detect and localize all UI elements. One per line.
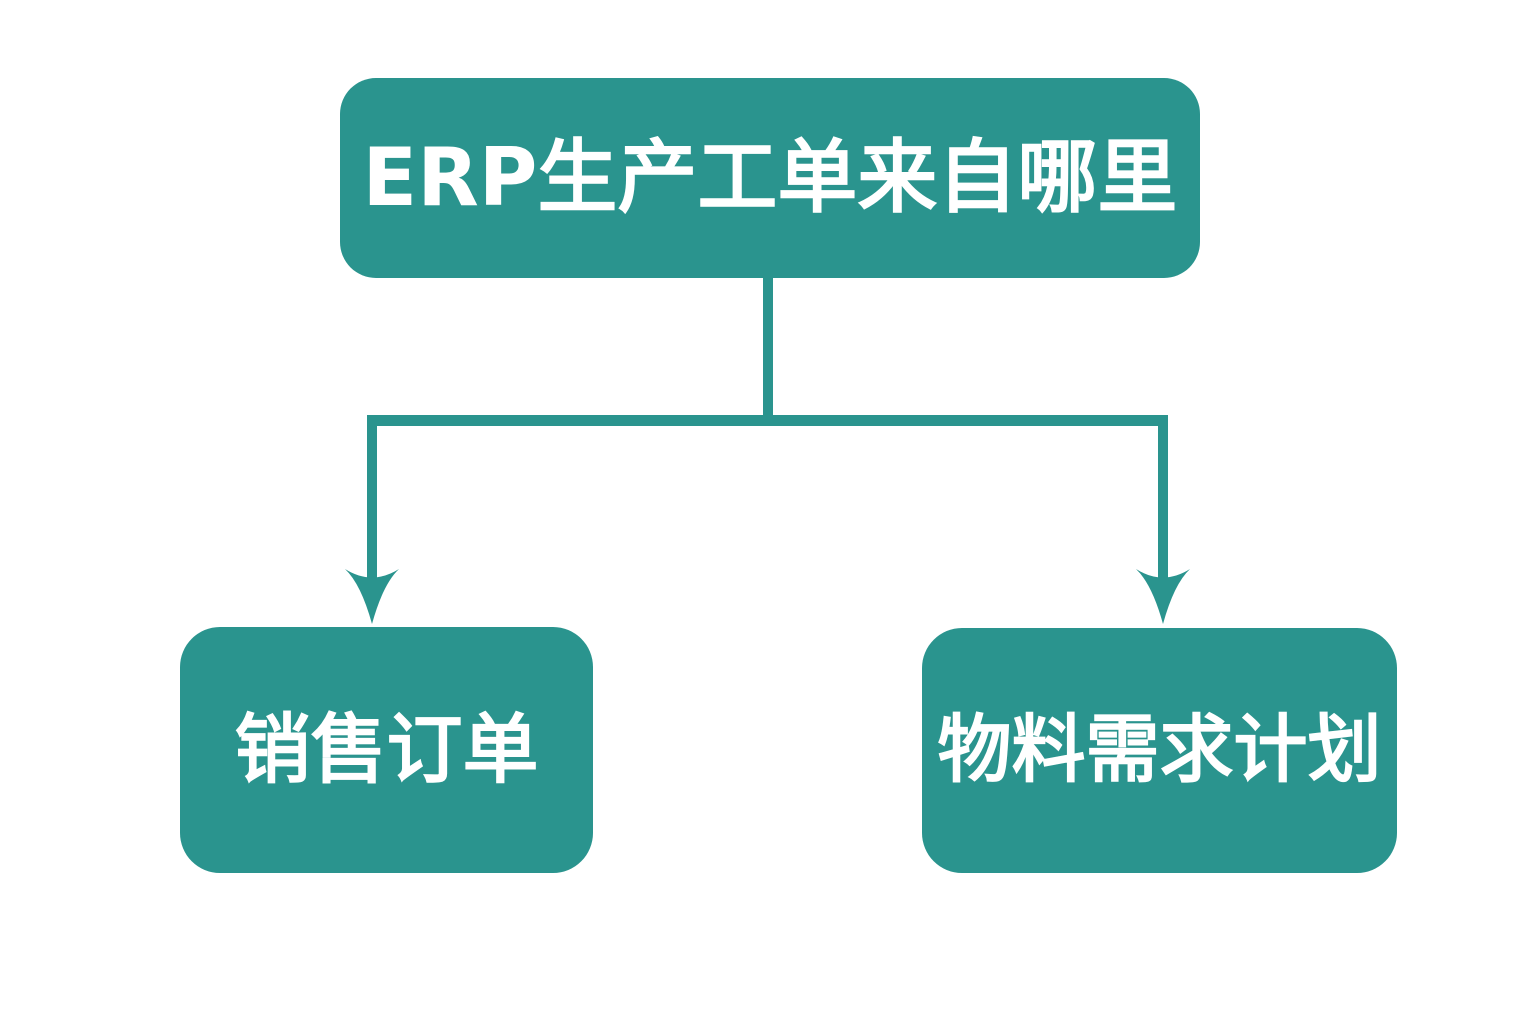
node-sales-order-label: 销售订单 <box>234 705 539 795</box>
node-root: ERP生产工单来自哪里 <box>340 78 1200 278</box>
connector-drop-left <box>367 415 377 587</box>
arrowhead-down-left-icon <box>345 569 399 624</box>
node-material-requirements-plan: 物料需求计划 <box>922 628 1397 873</box>
connector-drop-right <box>1158 415 1168 587</box>
node-sales-order: 销售订单 <box>180 627 593 873</box>
connector-horizontal-bar <box>367 415 1168 426</box>
arrowhead-down-right-icon <box>1136 569 1190 624</box>
node-material-requirements-plan-label: 物料需求计划 <box>937 706 1382 793</box>
connector-stem <box>763 272 773 422</box>
node-root-label: ERP生产工单来自哪里 <box>362 131 1178 224</box>
